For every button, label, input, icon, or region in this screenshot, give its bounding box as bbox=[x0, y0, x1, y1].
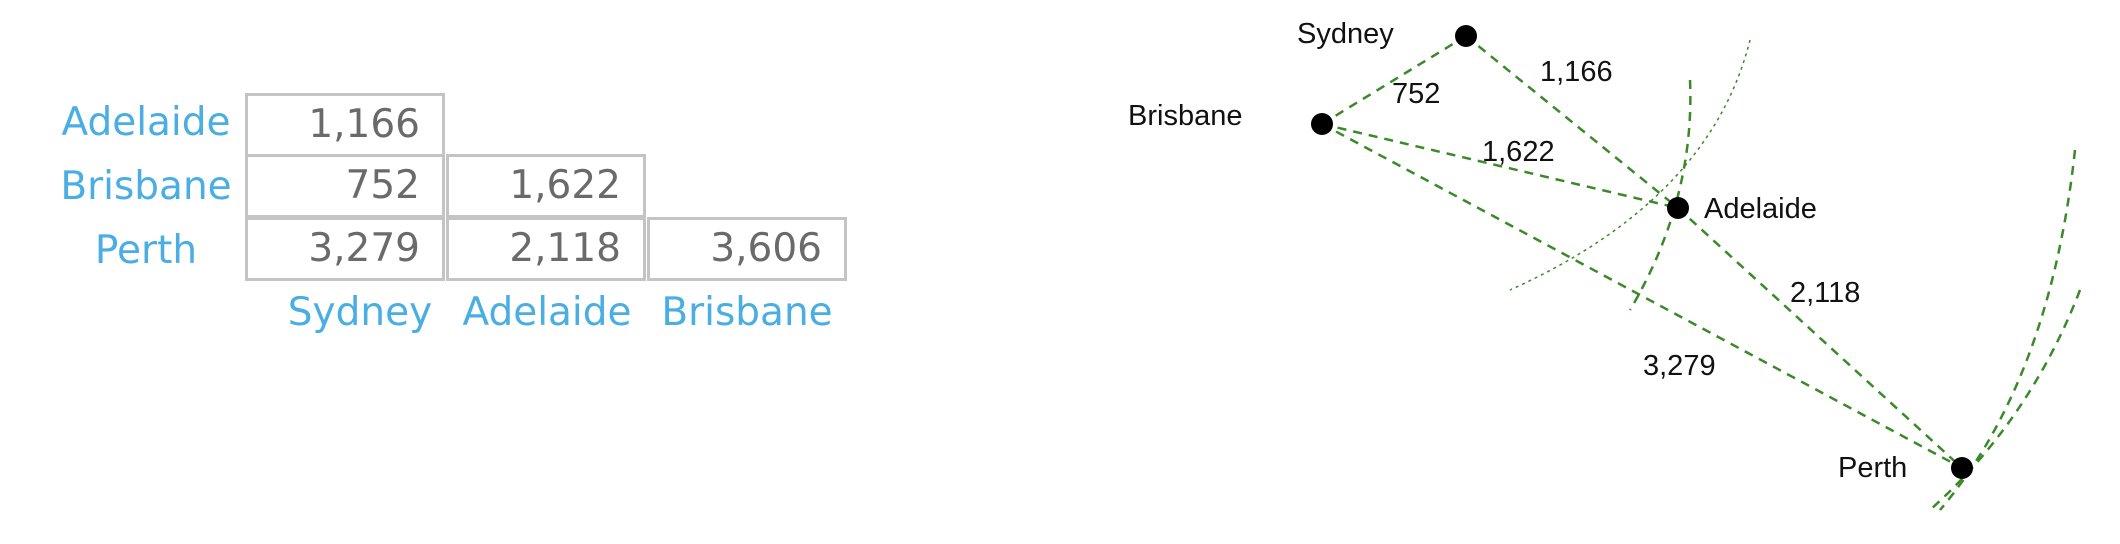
edge-brisbane-sydney bbox=[1321, 34, 1467, 126]
cell-perth-adelaide: 2,118 bbox=[446, 217, 646, 281]
col-label-adelaide: Adelaide bbox=[462, 290, 632, 335]
edge-label-752: 752 bbox=[1392, 78, 1441, 110]
row-label-adelaide: Adelaide bbox=[61, 100, 231, 145]
node-sydney bbox=[1455, 25, 1477, 47]
edge-sydney-adelaide bbox=[1465, 35, 1679, 209]
node-brisbane bbox=[1311, 113, 1333, 135]
diagram-svg bbox=[1311, 25, 2082, 511]
edge-label-1622: 1,622 bbox=[1482, 136, 1555, 168]
edge-brisbane-adelaide bbox=[1321, 122, 1679, 210]
cell-brisbane-sydney: 752 bbox=[245, 154, 445, 218]
col-label-sydney: Sydney bbox=[287, 290, 433, 335]
cell-adelaide-sydney: 1,166 bbox=[245, 93, 445, 157]
row-label-perth: Perth bbox=[94, 228, 198, 273]
edge-adelaide-perth bbox=[1677, 207, 1963, 469]
edge-label-1166: 1,166 bbox=[1540, 56, 1613, 88]
row-label-brisbane: Brisbane bbox=[60, 164, 232, 209]
node-perth bbox=[1951, 457, 1973, 479]
city-label-adelaide: Adelaide bbox=[1704, 193, 1817, 225]
col-label-brisbane: Brisbane bbox=[661, 290, 833, 335]
edge-label-2118: 2,118 bbox=[1790, 277, 1861, 309]
node-adelaide bbox=[1667, 197, 1689, 219]
edge-brisbane-perth bbox=[1321, 122, 1963, 470]
city-label-sydney: Sydney bbox=[1297, 18, 1394, 50]
city-label-brisbane: Brisbane bbox=[1128, 100, 1243, 132]
distance-matrix: Adelaide Brisbane Perth 1,166 752 1,622 … bbox=[0, 0, 900, 544]
arc-adelaide-a bbox=[1628, 79, 1692, 311]
cell-perth-sydney: 3,279 bbox=[245, 217, 445, 281]
cell-perth-brisbane: 3,606 bbox=[647, 217, 847, 281]
arc-perth-b bbox=[1929, 289, 2082, 511]
edge-label-3279: 3,279 bbox=[1643, 350, 1716, 382]
arc-perth-a bbox=[1939, 149, 2077, 511]
cell-brisbane-adelaide: 1,622 bbox=[446, 154, 646, 218]
city-label-perth: Perth bbox=[1838, 452, 1908, 484]
arc-adelaide-b bbox=[1509, 39, 1751, 291]
city-distance-diagram: Sydney Brisbane Adelaide Perth 752 1,166… bbox=[1090, 0, 2120, 544]
